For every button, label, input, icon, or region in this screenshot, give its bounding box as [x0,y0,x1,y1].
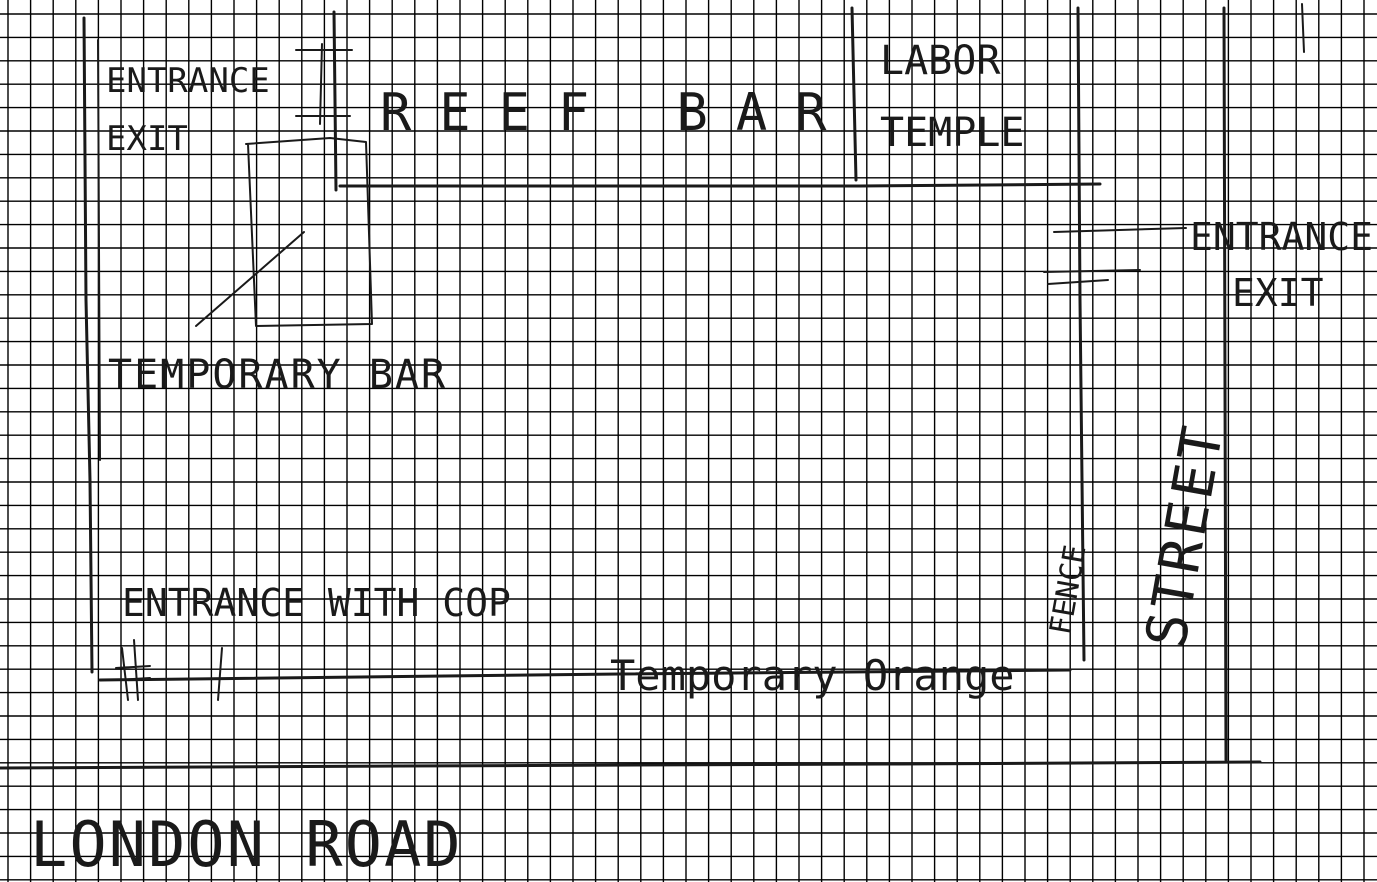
temporary-bar-box [246,138,372,326]
temporary-bar-label: TEMPORARY BAR [108,352,447,398]
temporary-orange-label: Temporary Orange [610,651,1015,700]
fence-label: FENCE [1043,542,1093,637]
reef-bar-label: REEF BAR [380,83,854,143]
cop-entrance-marks [116,640,222,700]
labor-temple-label-1: LABOR [880,38,1001,84]
street-label: STREET [1134,418,1237,652]
entrance-exit-left-label-2: EXIT [106,119,188,159]
london-road-label: LONDON ROAD [30,808,463,881]
entrance-exit-right-label-2: EXIT [1232,271,1324,315]
entrance-exit-right-label-1: ENTRANCE [1190,215,1373,259]
labor-temple-label-2: TEMPLE [880,110,1025,156]
street-top-tick [1302,4,1304,52]
temporary-bar-pointer [196,232,304,326]
left-wall-line [84,18,92,672]
entrance-exit-left-label-1: ENTRANCE [106,61,270,101]
entrance-with-cop-label: ENTRANCE WITH COP [122,581,511,625]
reef-bar-left-wall [334,12,336,190]
bar-front-line [340,184,1100,186]
street-right-wall [1224,8,1226,760]
